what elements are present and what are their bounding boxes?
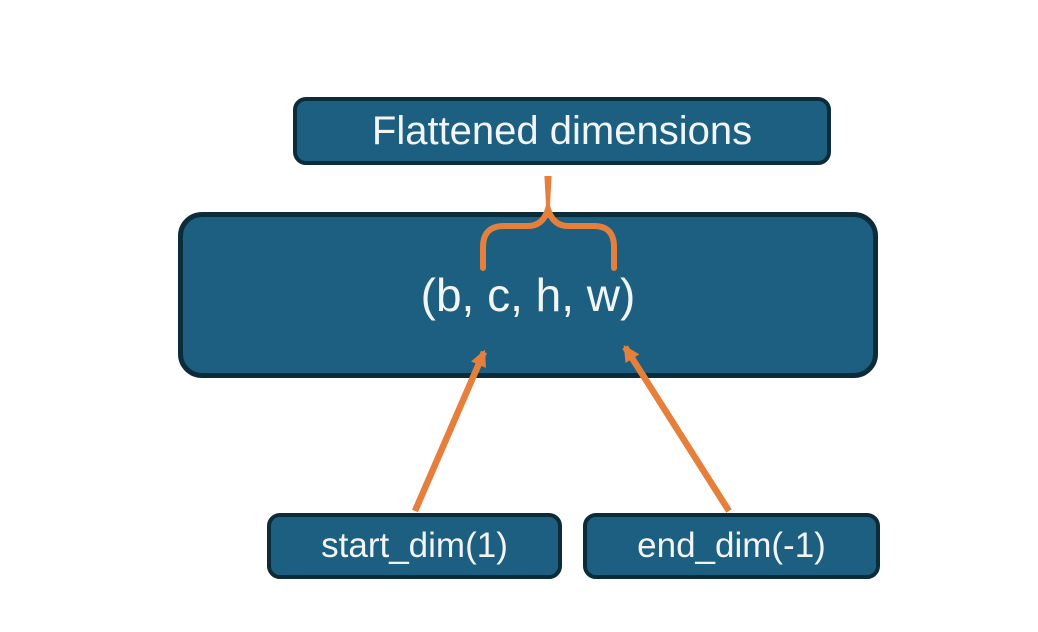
start-dim-label: start_dim(1)	[321, 526, 508, 565]
flattened-dimensions-box: Flattened dimensions	[293, 97, 831, 165]
end-dim-label: end_dim(-1)	[637, 526, 826, 565]
end-dim-box: end_dim(-1)	[583, 513, 880, 579]
start-dim-box: start_dim(1)	[267, 513, 562, 579]
tensor-shape-box: (b, c, h, w)	[178, 212, 878, 378]
flattened-dimensions-label: Flattened dimensions	[371, 108, 753, 153]
tensor-shape-label: (b, c, h, w)	[420, 269, 636, 321]
